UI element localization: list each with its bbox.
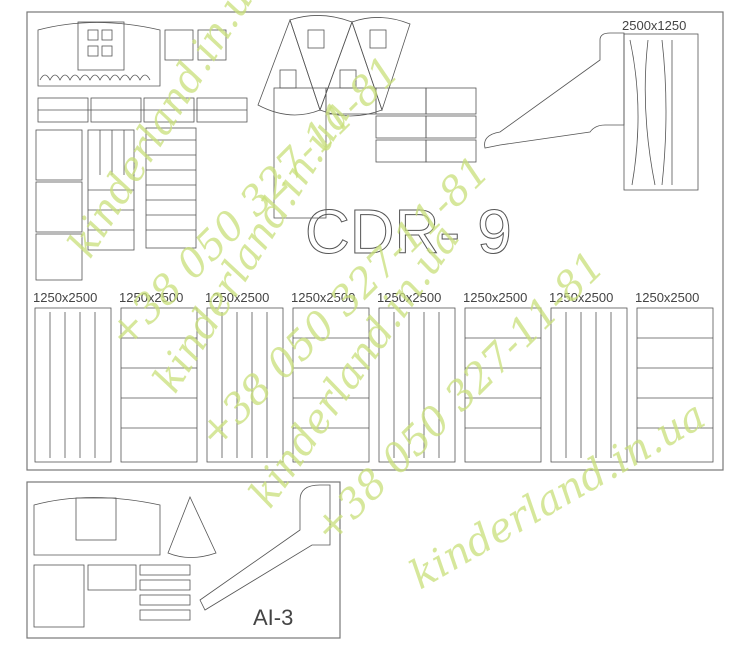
sheet-1250x2500 <box>34 307 112 463</box>
castle-panel <box>37 21 161 87</box>
inset-contents <box>33 484 331 628</box>
sheet-size-label: 1250x2500 <box>119 290 183 305</box>
battlement-blocks <box>273 87 477 219</box>
flower-tile <box>164 29 194 61</box>
sheet-1250x2500 <box>120 307 198 463</box>
sheet-1250x2500 <box>378 307 456 463</box>
sheet-size-label: 1250x2500 <box>377 290 441 305</box>
sheet-row: 1250x2500 1250x2500 1250x2500 1250x2500 1250… <box>33 290 714 463</box>
slide-part <box>484 32 625 149</box>
sheet-size-label: 1250x2500 <box>33 290 97 305</box>
sheet-contours <box>629 39 673 186</box>
sheet-1250x2500 <box>550 307 628 463</box>
drawing-title: CDR- 9 <box>305 198 512 267</box>
sheet-size-label: 1250x2500 <box>635 290 699 305</box>
sheet-size-label: 1250x2500 <box>291 290 355 305</box>
watermark: kinderland.in.ua +38 050 327-11-81 kinde… <box>59 0 713 599</box>
sheet-1250x2500 <box>206 307 284 463</box>
triangle-panels <box>257 15 411 117</box>
main-frame <box>26 11 724 471</box>
sheet-size-label: 1250x2500 <box>463 290 527 305</box>
sheet-1250x2500 <box>636 307 714 463</box>
sheet-size-label: 2500x1250 <box>622 18 686 33</box>
planks <box>35 97 248 281</box>
sheet-1250x2500 <box>292 307 370 463</box>
flower-tile <box>197 29 227 61</box>
sheet-2500x1250 <box>623 33 699 191</box>
sheet-size-label: 1250x2500 <box>549 290 613 305</box>
inset-label: AI-3 <box>253 605 293 630</box>
inset-frame <box>26 481 341 639</box>
sheet-size-label: 1250x2500 <box>205 290 269 305</box>
sheet-1250x2500 <box>464 307 542 463</box>
